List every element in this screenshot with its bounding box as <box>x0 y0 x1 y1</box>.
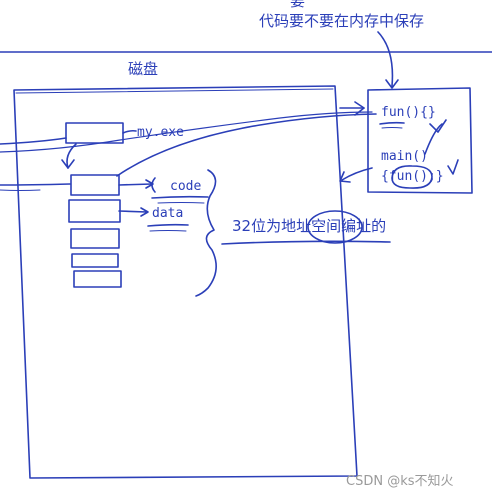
data-arrowhead <box>140 207 149 217</box>
question-text: 代码要不要在内存中保存 <box>259 12 425 30</box>
question-to-memory-arrowhead <box>385 79 399 89</box>
code-arrowhead <box>145 179 154 189</box>
question-top-partial: 要 <box>290 0 306 10</box>
code-box <box>70 174 120 196</box>
code-arrow <box>118 183 153 186</box>
exe-box <box>65 122 124 144</box>
memory-line-2: main() <box>381 149 428 164</box>
left-line-2 <box>0 183 71 186</box>
exe-to-code-arrow <box>66 143 77 169</box>
left-line-1 <box>0 137 67 145</box>
disk-outline <box>13 85 358 479</box>
block-4 <box>71 253 119 268</box>
block-3 <box>70 228 120 249</box>
exe-box-pointer <box>122 129 137 134</box>
fun-underline-2 <box>381 127 403 129</box>
disk-outline-stroke2 <box>15 88 334 94</box>
memory-to-disk-arrowhead <box>339 171 351 183</box>
address-ellipse <box>307 210 363 244</box>
memory-line-1: fun(){} <box>381 105 436 120</box>
code-label: code <box>170 179 202 194</box>
memory-box <box>367 87 473 194</box>
main-to-fun-arrow <box>424 123 443 155</box>
data-label: data <box>152 206 184 221</box>
data-underline <box>147 223 189 227</box>
block-5 <box>73 270 122 288</box>
code-brace <box>151 177 156 193</box>
question-to-memory-arrow <box>377 31 394 87</box>
fun-underline <box>379 121 405 125</box>
long-line-top <box>0 111 373 153</box>
address-note: 32位为地址空间编址的 <box>232 217 387 235</box>
watermark: CSDN @ks不知火 <box>346 474 454 489</box>
exe-to-code-arrowhead <box>61 159 75 169</box>
fun-call-ellipse <box>391 165 433 189</box>
data-underline-2 <box>149 230 187 232</box>
memory-line-3: {fun();} <box>381 169 444 184</box>
code-underline <box>151 195 209 199</box>
checkmark-1 <box>429 119 447 133</box>
data-box <box>68 199 121 223</box>
address-underline <box>221 240 391 245</box>
left-line-3 <box>0 189 41 191</box>
data-arrow <box>118 210 148 213</box>
big-brace <box>195 169 217 297</box>
memory-to-disk-arrow <box>341 167 373 181</box>
code-to-memory-line <box>116 113 377 177</box>
exe-label: my.exe <box>137 125 184 140</box>
code-underline-2 <box>157 202 205 204</box>
checkmark-2 <box>447 159 459 175</box>
disk-title: 磁盘 <box>128 60 159 78</box>
